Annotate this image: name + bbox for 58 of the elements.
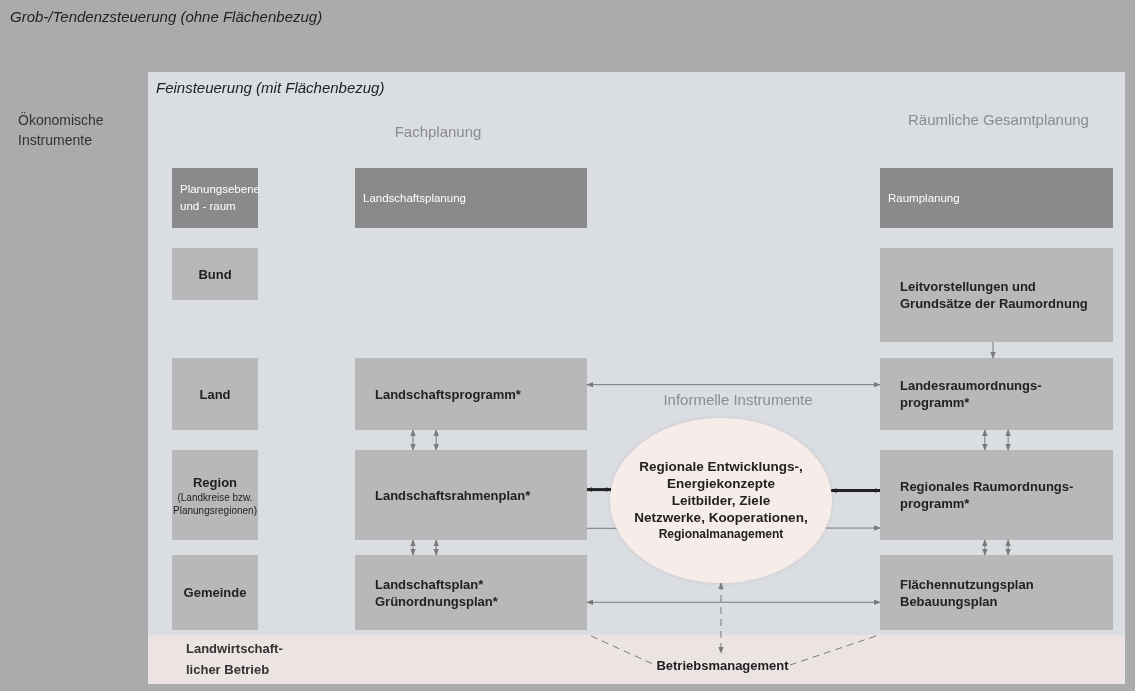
box-text: Regionales Raumordnungs- programm* [900,478,1075,512]
box-text: Regionale Entwicklungs-, Energiekonzepte [638,458,804,492]
band-text: Ökonomische Instrumente [18,111,105,150]
arrow [982,539,988,556]
arrow [586,599,881,606]
box-text: Betriebsmanagement [656,656,789,674]
arrow [433,539,439,556]
level-box [172,358,258,430]
instrument-box [880,358,1113,430]
arrow [830,488,881,493]
box-text: Flächennutzungsplan [900,575,1034,593]
box-text: Landesraumordnungs- programm* [900,377,1043,411]
arrow [982,429,988,451]
instrument-box [880,450,1113,540]
box-text: Gemeinde [183,584,247,601]
panel-title: Feinsteuerung (mit Flächenbezug) [156,78,385,98]
arrow [1005,539,1011,556]
column-heading: Informelle Instrumente [662,390,814,409]
arrow [586,381,881,388]
box-text: Landschaftsrahmenplan* [375,486,531,504]
box-text: Grünordnungsplan* [375,592,498,610]
column-heading: Räumliche Gesamtplanung [908,110,1090,129]
header-box [355,168,587,228]
box-text: Region [192,473,238,491]
box-text: Leitvorstellungen und Grundsätze der Raumordnung [900,278,1089,312]
arrow [410,539,416,556]
box-text: Landschaftsplan* [375,575,484,593]
instrument-box [355,450,587,540]
box-text: Bebauungsplan [900,592,998,610]
arrow [433,429,439,451]
box-text: Leitbilder, Ziele [671,492,771,509]
box-text: Netzwerke, Kooperationen, [634,509,808,526]
instrument-box [880,248,1113,342]
box-text: Regionalmanagement [658,526,784,543]
level-box [172,555,258,630]
dashed-arrow [718,582,724,654]
instrument-box [355,358,587,430]
arrow [586,487,612,492]
band-text: Landwirtschaft- licher Betrieb [186,640,284,679]
arrow [1005,429,1011,451]
band-title: Grob-/Tendenzsteuerung (ohne Flächenbezug) [10,7,323,27]
level-box [172,248,258,300]
header-box [880,168,1113,228]
instrument-box [880,555,1113,630]
box-text: Landschaftsprogramm* [375,386,521,403]
box-text: Landschaftsplanung [363,190,466,206]
arrow [990,341,996,359]
bottom-band [148,635,1125,684]
box-text: Bund [198,265,232,283]
box-text: Raumplanung [888,190,960,206]
column-heading: Fachplanung [393,122,483,141]
instrument-box [355,555,587,630]
box-text: Land [199,385,231,403]
inner-panel [148,72,1125,684]
level-box [172,450,258,540]
box-text: (Landkreise bzw. Planungsregionen) [172,490,258,517]
arrow [410,429,416,451]
arrow [825,525,881,531]
